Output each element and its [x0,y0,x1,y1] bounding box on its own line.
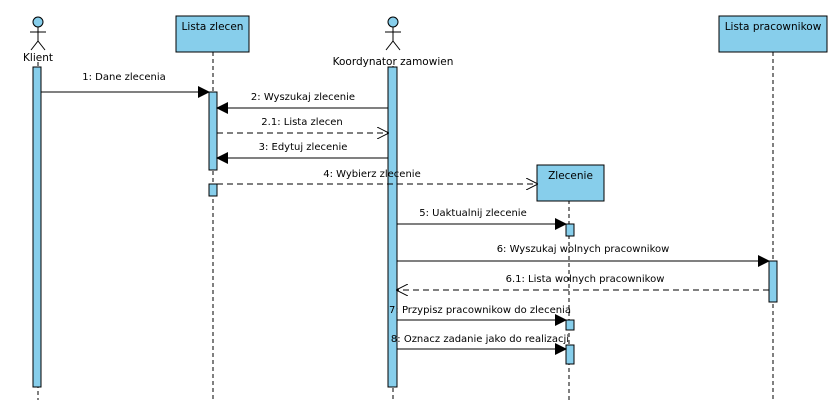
zlecenie-box[interactable] [536,164,605,202]
zlecenie-activation-1 [565,223,575,237]
message-1-label: 1: Dane zlecenia [82,72,165,83]
koordynator-actor-icon[interactable] [385,16,401,51]
zlecenie-activation-2 [565,319,575,331]
lista-zlecen-activation [208,91,218,171]
lista-zlecen-label: Lista zlecen [182,21,244,33]
koordynator-activation [387,66,398,388]
lista-pracownikow-box[interactable] [718,15,828,53]
message-4-label: 4: Wybierz zlecenie [323,169,420,180]
klient-actor-icon[interactable] [30,16,46,51]
koordynator-label: Koordynator zamowien [333,56,454,68]
lista-pracownikow-label: Lista pracownikow [725,21,822,33]
zlecenie-activation-3 [565,344,575,365]
message-6-label: 6: Wyszukaj wolnych pracownikow [497,244,670,255]
message-3-label: 3: Edytuj zlecenie [259,142,348,153]
klient-activation [32,66,42,388]
message-6-1-label: 6.1: Lista wolnych pracownikow [506,274,665,285]
message-8-label: 8: Oznacz zadanie jako do realizacji [391,334,569,345]
lista-zlecen-activation-2 [208,183,218,197]
message-2-1-label: 2.1: Lista zlecen [261,117,342,128]
klient-label: Klient [23,52,53,64]
zlecenie-label: Zlecenie [548,170,593,182]
lista-zlecen-box[interactable] [175,15,250,53]
lista-pracownikow-activation [768,260,778,303]
message-7-label: 7: Przypisz pracownikow do zlecenia [389,305,571,316]
message-2-label: 2: Wyszukaj zlecenie [251,92,355,103]
message-5-label: 5: Uaktualnij zlecenie [419,208,527,219]
